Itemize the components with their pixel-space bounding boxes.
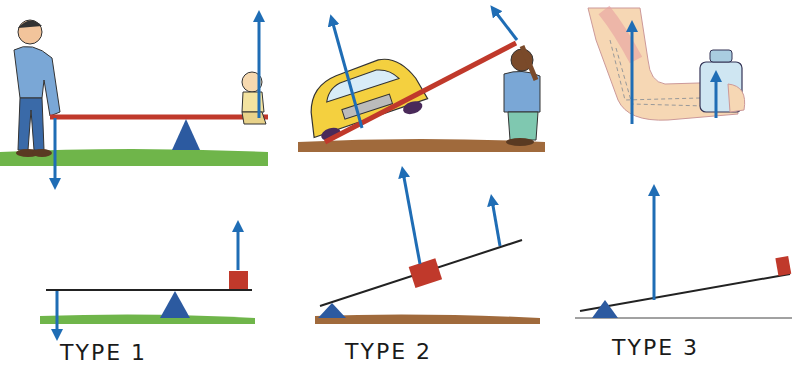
lever-type-label: TYPE 1 bbox=[60, 341, 147, 365]
lever-type-label: TYPE 3 bbox=[612, 336, 699, 360]
lever-type-label: TYPE 2 bbox=[345, 340, 432, 364]
